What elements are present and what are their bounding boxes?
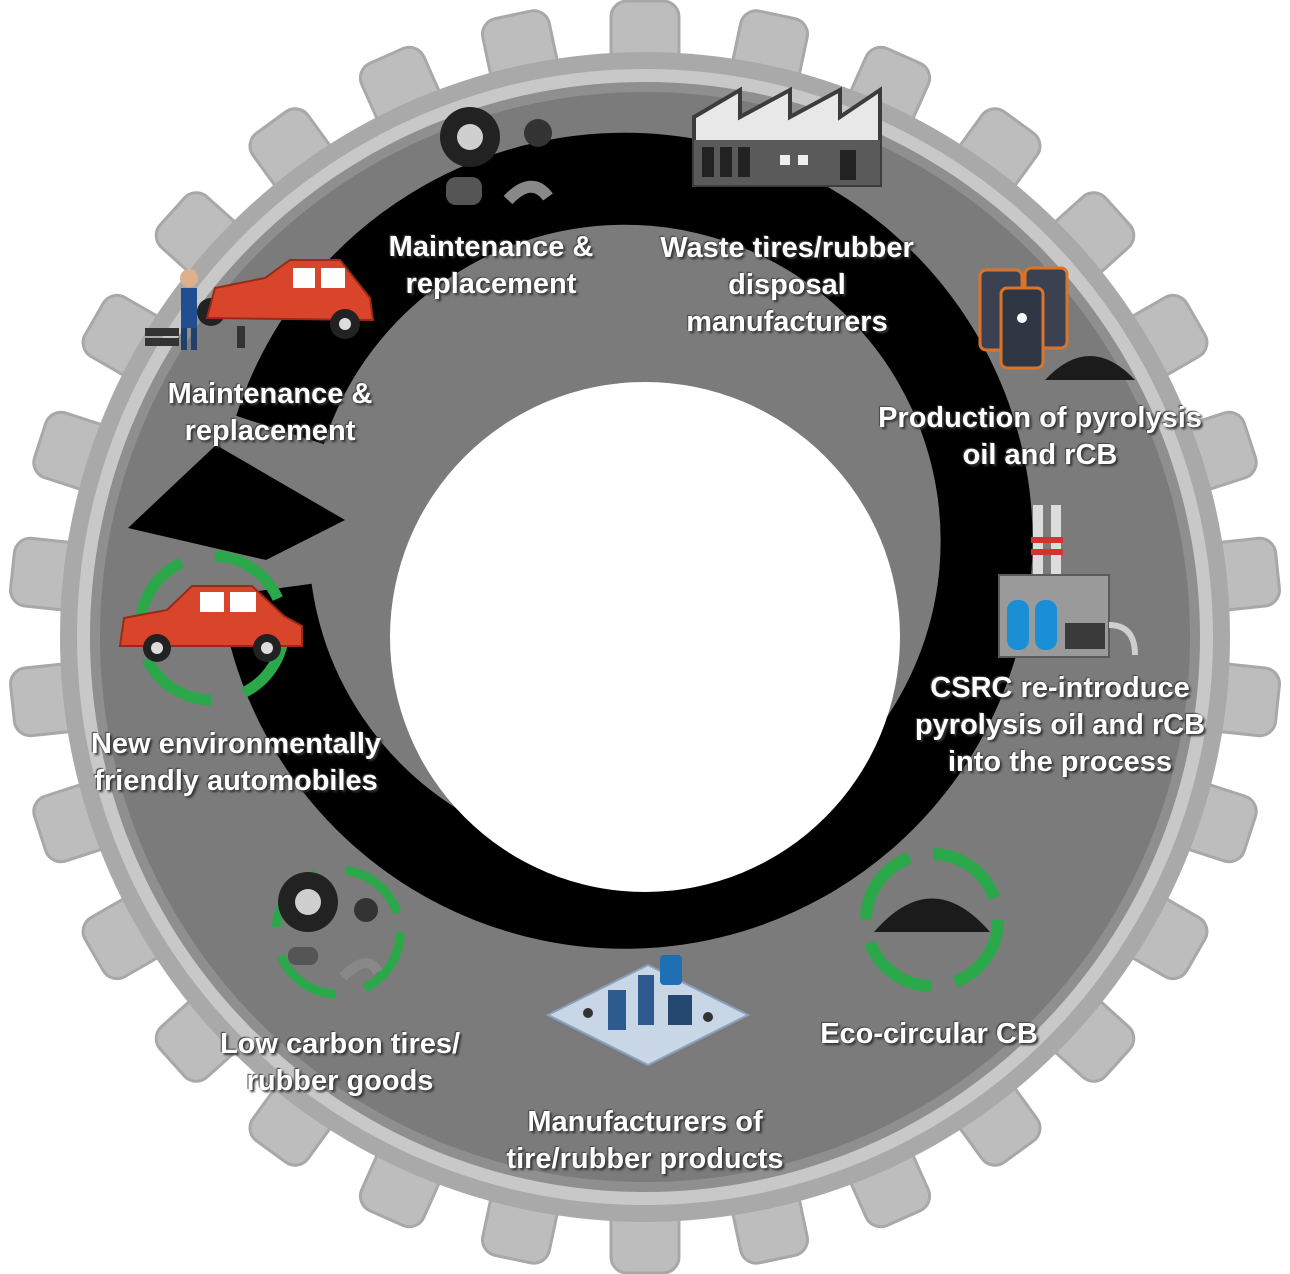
production-line-icon (545, 955, 751, 1067)
label-eco-cb: Eco-circular CB (820, 1016, 1038, 1053)
label-pyrolysis: Production of pyrolysis oil and rCB (878, 400, 1202, 474)
label-line: CSRC re-introduce (930, 672, 1190, 704)
tire-parts-icon (440, 107, 553, 205)
label-line: Waste tires/rubber (660, 232, 914, 264)
label-maintenance-1: Maintenance & replacement (168, 376, 373, 450)
label-line: pyrolysis oil and rCB (914, 709, 1206, 741)
label-line: oil and rCB (962, 439, 1118, 471)
label-line: disposal (728, 269, 846, 301)
label-line: Maintenance & (388, 231, 594, 263)
car-recycle-icon (118, 550, 303, 706)
cycle-arrow-head (128, 445, 345, 560)
label-maintenance-2: Maintenance & replacement (389, 229, 594, 303)
label-line: Manufacturers of (527, 1106, 763, 1138)
tire-parts-recycle-icon (271, 865, 405, 999)
factory-icon (692, 86, 882, 187)
label-line: friendly automobiles (94, 765, 378, 797)
label-line: Eco-circular CB (820, 1018, 1038, 1050)
label-line: into the process (947, 746, 1172, 778)
label-low-carbon: Low carbon tires/ rubber goods (220, 1026, 460, 1100)
label-csrc: CSRC re-introduce pyrolysis oil and rCB … (915, 670, 1205, 781)
label-line: manufacturers (686, 306, 888, 338)
mechanic-car-icon (145, 259, 375, 350)
label-line: Maintenance & (167, 378, 373, 410)
inner-hub (390, 382, 900, 892)
label-manufacturers: Manufacturers of tire/rubber products (506, 1104, 783, 1178)
label-line: New environmentally (90, 728, 382, 760)
label-line: Low carbon tires/ (219, 1028, 461, 1060)
label-waste-disposal: Waste tires/rubber disposal manufacturer… (660, 230, 914, 341)
label-new-auto: New environmentally friendly automobiles (91, 726, 381, 800)
label-line: rubber goods (246, 1065, 434, 1097)
processing-plant-icon (998, 505, 1138, 658)
label-line: replacement (405, 268, 577, 300)
label-line: tire/rubber products (506, 1143, 784, 1175)
oil-barrels-icon (978, 266, 1135, 380)
recycle-carbon-black-icon (860, 848, 1004, 992)
label-line: replacement (184, 415, 356, 447)
label-line: Production of pyrolysis (878, 402, 1202, 434)
